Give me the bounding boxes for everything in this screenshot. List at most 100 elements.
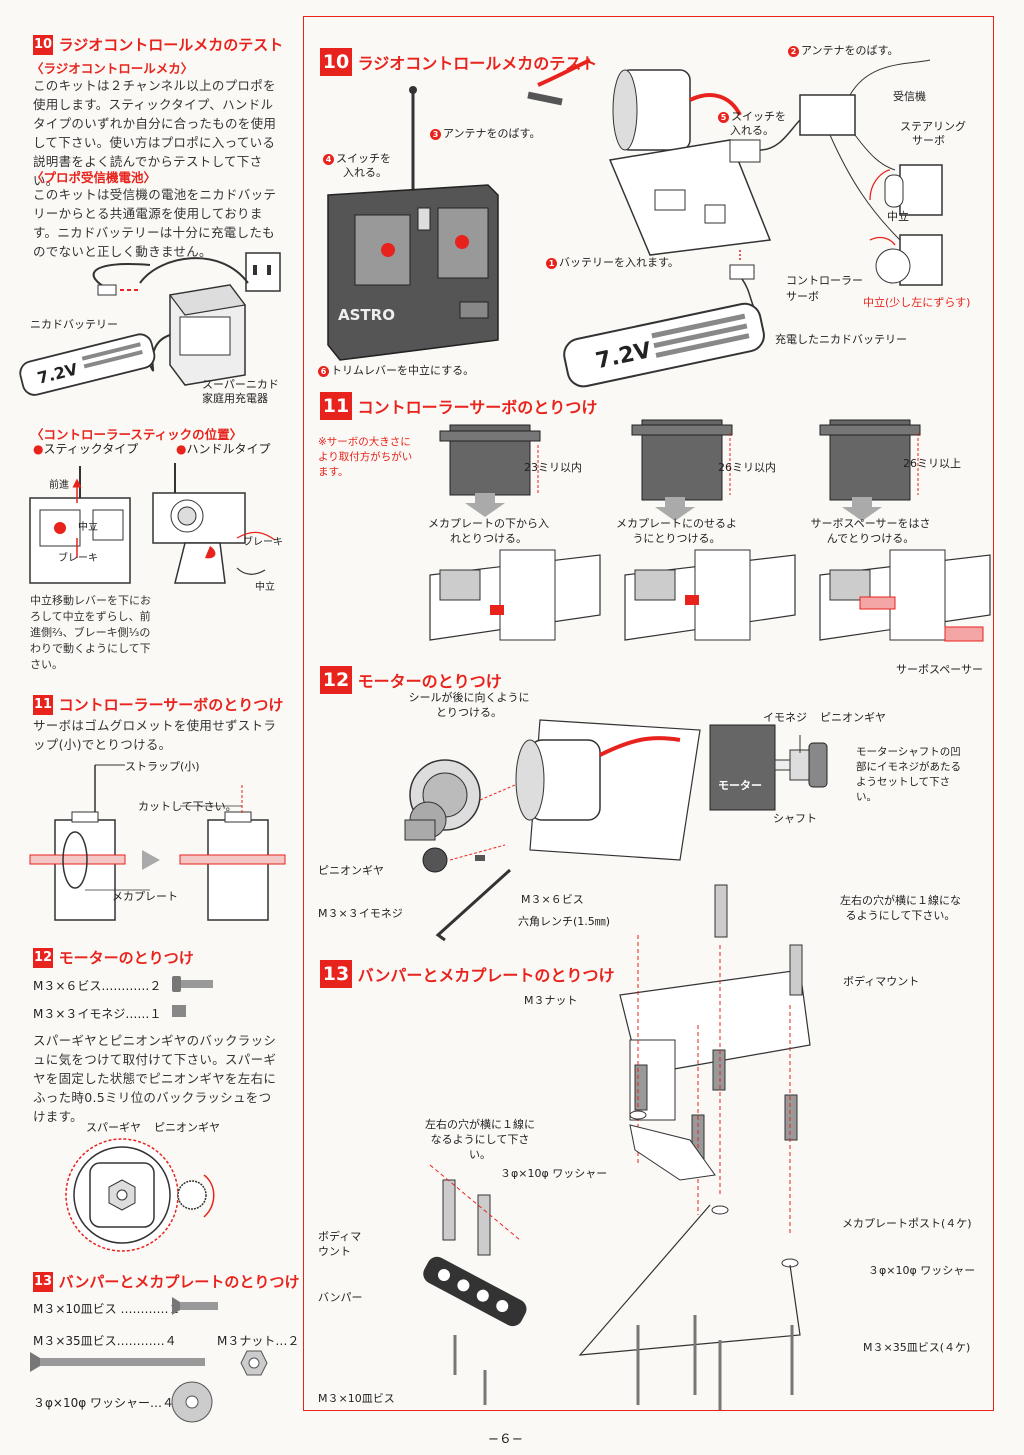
gear-backlash-illustration bbox=[65, 1138, 215, 1252]
left-s10-heading: 10 ラジオコントロールメカのテスト bbox=[33, 34, 283, 55]
servo-mounting-illustration bbox=[429, 419, 991, 642]
nut-icon bbox=[240, 1350, 268, 1376]
section-title: ラジオコントロールメカのテスト bbox=[58, 36, 284, 54]
label-body-mount: ボディマウント bbox=[843, 975, 920, 988]
paragraph-battery: このキットは受信機の電池をニカドバッテリーからとる共通電源を使用しております。ニ… bbox=[33, 187, 277, 259]
bullet-icon: ● bbox=[33, 442, 44, 456]
step-number: 12 bbox=[33, 947, 53, 968]
label-charged-battery: 充電したニカドバッテリー bbox=[775, 333, 907, 346]
label-receiver: 受信機 bbox=[893, 90, 926, 103]
instruction-frame bbox=[303, 16, 994, 1411]
strap-illustration bbox=[29, 764, 286, 921]
label-mecha-plate: メカプレート bbox=[112, 890, 178, 903]
label-washer-1: ３φ×10φ ワッシャー bbox=[500, 1167, 608, 1180]
label-brake-handle: ブレーキ bbox=[243, 537, 283, 548]
label-pinion-gear: ピニオンギヤ bbox=[154, 1121, 220, 1134]
label-screw-m3x10: M３×10皿ビス bbox=[318, 1392, 395, 1405]
transmitters-illustration bbox=[29, 463, 276, 584]
shaft-detail-illustration bbox=[709, 724, 828, 811]
step-dot-icon: 6 bbox=[318, 365, 329, 377]
step-number: 10 bbox=[33, 34, 53, 55]
label-servo-spacer: サーボスペーサー bbox=[896, 663, 984, 676]
subheading-battery: 〈プロポ受信機電池〉 bbox=[31, 170, 157, 185]
bumper-plate-illustration bbox=[423, 884, 811, 1410]
dim-26mm-under: 26ミリ以内 bbox=[718, 461, 776, 474]
paragraph-radio: このキットは２チャンネル以上のプロポを使用します。スティックタイプ、ハンドルタイ… bbox=[33, 78, 277, 188]
setscrew-icon bbox=[172, 1005, 186, 1017]
label-brake: ブレーキ bbox=[58, 553, 98, 564]
label-controller-servo-2: サーボ bbox=[786, 290, 819, 303]
label-cut: カットして下さい。 bbox=[138, 800, 237, 813]
page-number: −６− bbox=[488, 1432, 523, 1447]
parts-nut-m3: M３ナット…２ bbox=[217, 1334, 300, 1348]
step-dot-icon: 3 bbox=[430, 128, 441, 140]
section-title: バンパーとメカプレートのとりつけ bbox=[58, 1273, 300, 1291]
label-steering-2: サーボ bbox=[912, 134, 945, 147]
neutral-note: 中立移動レバーを下におろして中立をずらし、前進側⅔、ブレーキ側⅓のわりで動くよう… bbox=[30, 594, 151, 671]
mount-method-1: メカプレートの下から入れとりつける。 bbox=[428, 517, 549, 545]
label-controller-servo-1: コントローラー bbox=[786, 274, 863, 287]
right-s13-heading: 13 バンパーとメカプレートのとりつけ bbox=[320, 960, 615, 988]
left-s12-heading: 12 モーターのとりつけ bbox=[33, 947, 194, 968]
step-number: 11 bbox=[320, 392, 352, 420]
astro-logo: ASTRO bbox=[338, 306, 395, 324]
note-holes-align-1: 左右の穴が横に１線になるようにして下さい。 bbox=[840, 894, 961, 922]
label-forward: 前進 bbox=[49, 480, 69, 491]
label-imoneji: イモネジ bbox=[763, 711, 807, 724]
step-number: 13 bbox=[33, 1271, 53, 1292]
label-setscrew: M３×３イモネジ bbox=[318, 907, 403, 920]
motor-mounting-illustration bbox=[404, 719, 701, 942]
mount-method-3: サーボスペーサーをはさんでとりつける。 bbox=[810, 517, 931, 545]
label-pinion-gear: ピニオンギヤ bbox=[318, 864, 384, 877]
step-dot-icon: 2 bbox=[788, 45, 799, 57]
radio-test-illustration: ASTRO 7.2V bbox=[327, 58, 943, 388]
label-neutral-shift: 中立(少し左にずらす) bbox=[863, 296, 971, 309]
label-screw-m3x35: M３×35皿ビス(４ケ) bbox=[863, 1341, 971, 1354]
section-title: モーターのとりつけ bbox=[58, 949, 194, 967]
countersunk-screw-icon bbox=[172, 1297, 218, 1315]
left-s13-heading: 13 バンパーとメカプレートのとりつけ bbox=[33, 1271, 299, 1292]
section-title: ラジオコントロールメカのテスト bbox=[357, 54, 598, 73]
label-bumper: バンパー bbox=[318, 1291, 363, 1304]
step-dot-icon: 1 bbox=[546, 257, 557, 269]
servo-size-note: ※サーボの大きさにより取付方がちがいます。 bbox=[318, 436, 413, 478]
label-seal-direction: シールが後に向くようにとりつける。 bbox=[408, 691, 530, 719]
paragraph-backlash: スパーギヤとピニオンギヤのバックラッシュに気をつけて取付けて下さい。スパーギヤを… bbox=[33, 1033, 277, 1124]
parts-screw-m3x6: M３×６ビス…………２ bbox=[33, 979, 162, 993]
label-neutral: 中立 bbox=[78, 522, 98, 533]
right-s12-heading: 12 モーターのとりつけ bbox=[320, 666, 502, 694]
label-charger-1: スーパーニカド bbox=[202, 378, 279, 391]
label-charger-2: 家庭用充電器 bbox=[202, 392, 268, 405]
label-motor: モーター bbox=[718, 779, 762, 792]
label-pinion-gear-2: ピニオンギヤ bbox=[820, 711, 886, 724]
shaft-note: モーターシャフトの凹部にイモネジがあたるようセットして下さい。 bbox=[856, 746, 961, 803]
step-number: 13 bbox=[320, 960, 352, 988]
label-washer-2: ３φ×10φ ワッシャー bbox=[868, 1264, 976, 1277]
dim-23mm: 23ミリ以内 bbox=[524, 461, 582, 474]
label-strap: ストラップ(小) bbox=[125, 760, 200, 773]
label-hex-wrench: 六角レンチ(1.5㎜) bbox=[518, 915, 611, 928]
parts-screw-m3x35: M３×35皿ビス…………４ bbox=[33, 1334, 177, 1348]
section-title: バンパーとメカプレートのとりつけ bbox=[357, 966, 615, 985]
subheading-radio: 〈ラジオコントロールメカ〉 bbox=[31, 61, 194, 76]
note-holes-align-2: 左右の穴が横に１線になるようにして下さい。 bbox=[425, 1118, 535, 1161]
callout-switch-4b: 入れる。 bbox=[343, 166, 387, 179]
label-m3-nut: M３ナット bbox=[524, 994, 578, 1007]
step-number: 11 bbox=[33, 694, 53, 715]
subheading-stick: 〈コントローラースティックの位置〉 bbox=[31, 427, 243, 442]
section-title: モーターのとりつけ bbox=[357, 672, 502, 691]
long-screw-icon bbox=[30, 1352, 205, 1372]
washer-icon bbox=[171, 1381, 213, 1423]
parts-washer: ３φ×10φ ワッシャー…４ bbox=[33, 1396, 174, 1410]
step-dot-icon: 4 bbox=[323, 153, 334, 165]
label-shaft: シャフト bbox=[773, 812, 817, 825]
right-s10-heading: 10 ラジオコントロールメカのテスト bbox=[320, 48, 597, 76]
left-s11-heading: 11 コントローラーサーボのとりつけ bbox=[33, 694, 283, 715]
label-neutral-handle: 中立 bbox=[255, 582, 275, 593]
parts-setscrew-m3x3: M３×３イモネジ……１ bbox=[33, 1007, 162, 1021]
